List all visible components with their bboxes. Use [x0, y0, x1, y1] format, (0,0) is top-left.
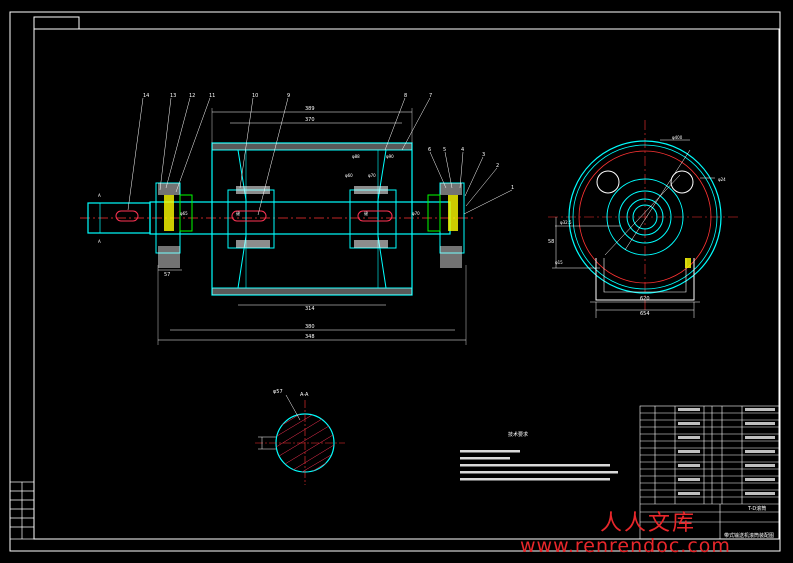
svg-text:9: 9 [287, 93, 290, 99]
svg-text:键: 键 [236, 210, 240, 216]
watermark: 人人文库 www.renrendoc.com [520, 505, 790, 561]
tech-req-title: 技术要求 [508, 431, 528, 438]
svg-text:φ60: φ60 [345, 173, 353, 178]
dim-right-3: 654 [640, 311, 650, 317]
svg-text:4: 4 [461, 147, 464, 153]
svg-text:2: 2 [496, 163, 499, 169]
tech-notes: 技术要求 [460, 431, 618, 481]
dim-bottom-1: 314 [305, 306, 315, 312]
dim-bottom-3: 348 [305, 334, 315, 340]
svg-text:φ90: φ90 [386, 154, 394, 159]
watermark-logo: 人人文库 [600, 511, 697, 536]
side-table [9, 481, 35, 540]
svg-text:5: 5 [443, 147, 446, 153]
svg-text:8: 8 [404, 93, 407, 99]
svg-text:A-A: A-A [300, 392, 309, 398]
outer-border [9, 11, 781, 552]
svg-text:φ57: φ57 [273, 389, 283, 395]
svg-text:φ70: φ70 [368, 173, 376, 178]
svg-text:φ70: φ70 [412, 211, 420, 216]
inner-border [33, 28, 780, 540]
svg-text:A: A [98, 239, 101, 244]
svg-text:7: 7 [429, 93, 432, 99]
svg-text:3: 3 [482, 152, 485, 158]
svg-text:φ400: φ400 [672, 135, 683, 140]
drawing-name: T-D滚筒 [747, 505, 766, 512]
dim-bottom-2: 380 [305, 324, 315, 330]
svg-text:φ88: φ88 [352, 154, 360, 159]
svg-text:键: 键 [364, 210, 368, 216]
svg-text:14: 14 [143, 93, 149, 99]
svg-text:11: 11 [209, 93, 215, 99]
dim-small-1: 57 [164, 272, 170, 278]
svg-text:10: 10 [252, 93, 258, 99]
svg-text:12: 12 [189, 93, 195, 99]
title-block [639, 405, 780, 540]
svg-text:φ32.5: φ32.5 [560, 220, 572, 225]
section-view-a: φ57 A-A [255, 389, 345, 485]
svg-text:φ65: φ65 [180, 211, 188, 216]
dim-top-2: 370 [305, 117, 315, 123]
svg-text:13: 13 [170, 93, 176, 99]
svg-text:A: A [98, 193, 101, 198]
drawing-subtitle: 带式输送机滚筒装配图 [724, 532, 774, 539]
watermark-url: www.renrendoc.com [520, 535, 731, 557]
svg-text:φ24: φ24 [718, 177, 726, 182]
svg-text:1: 1 [511, 185, 514, 191]
dim-right-1: 58 [548, 239, 554, 245]
side-view: 620 654 58 φ15 φ32.5 φ400 φ24 [548, 120, 740, 318]
dim-top-1: 389 [305, 106, 315, 112]
svg-text:φ15: φ15 [555, 260, 563, 265]
dim-right-2: 620 [640, 296, 650, 302]
corner-box [33, 16, 80, 30]
svg-text:6: 6 [428, 147, 431, 153]
